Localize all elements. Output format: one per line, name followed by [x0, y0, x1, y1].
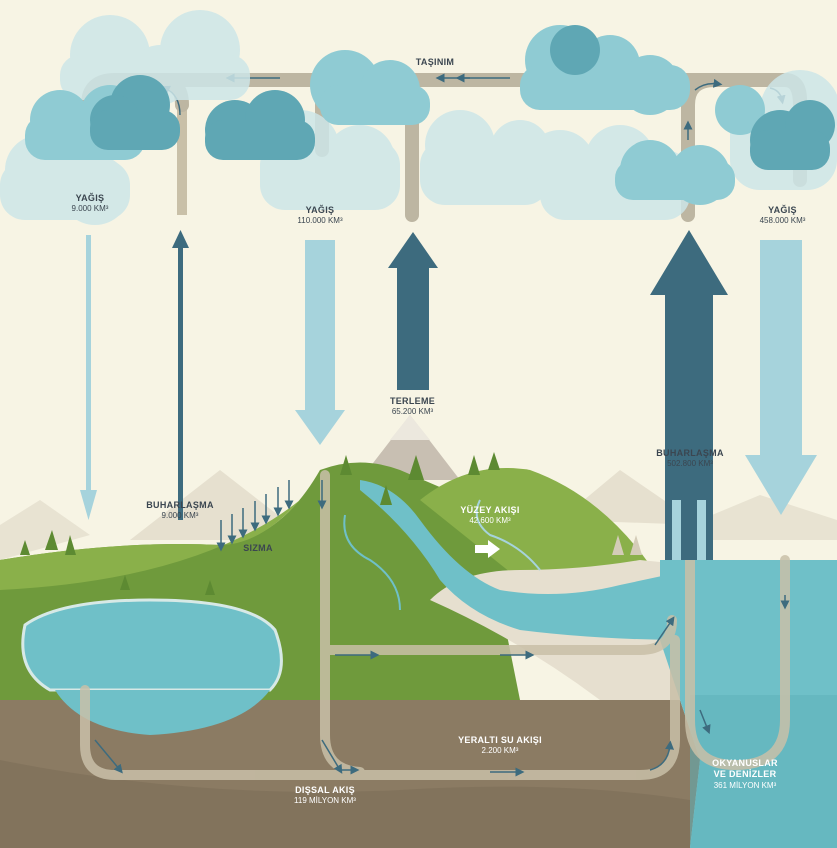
infiltration-arrows — [216, 480, 294, 552]
surface-flow-arrow — [475, 540, 500, 558]
precipitation-arrow-right — [745, 240, 817, 515]
clouds — [0, 10, 837, 225]
precipitation-arrow-mid — [295, 240, 345, 445]
underground-flow-arrows — [94, 480, 790, 777]
groundwater-flow-label: YERALTI SU AKIŞI 2.200 KM³ — [458, 735, 542, 756]
external-flow-label: DIŞSAL AKIŞ 119 MİLYON KM³ — [294, 785, 356, 806]
evaporation-arrow-lake — [172, 230, 189, 520]
river — [360, 480, 690, 640]
precipitation-arrow-left — [80, 235, 97, 520]
precipitation-left-label: YAĞIŞ 9.000 KM³ — [71, 193, 109, 214]
transpiration-label: TERLEME 65.200 KM³ — [389, 396, 436, 417]
evaporation-ocean-label: BUHARLAŞMA 502.800 KM³ — [656, 448, 724, 469]
evaporation-arrow-ocean — [650, 230, 728, 560]
oceans-label: OKYANUSLAR VE DENİZLER 361 MİLYON KM³ — [712, 758, 778, 790]
surface-flow-label: YÜZEY AKIŞI 42.600 KM³ — [460, 505, 520, 526]
convection-label: TAŞINIM — [415, 57, 455, 67]
trees — [20, 452, 642, 595]
infiltration-label: SIZMA — [243, 543, 273, 553]
transpiration-arrow — [388, 232, 438, 390]
precipitation-right-label: YAĞIŞ 458.000 KM³ — [759, 205, 806, 226]
evaporation-lake-label: BUHARLAŞMA 9.000 KM³ — [146, 500, 214, 521]
lake — [21, 598, 283, 692]
precipitation-mid-label: YAĞIŞ 110.000 KM³ — [297, 205, 343, 226]
